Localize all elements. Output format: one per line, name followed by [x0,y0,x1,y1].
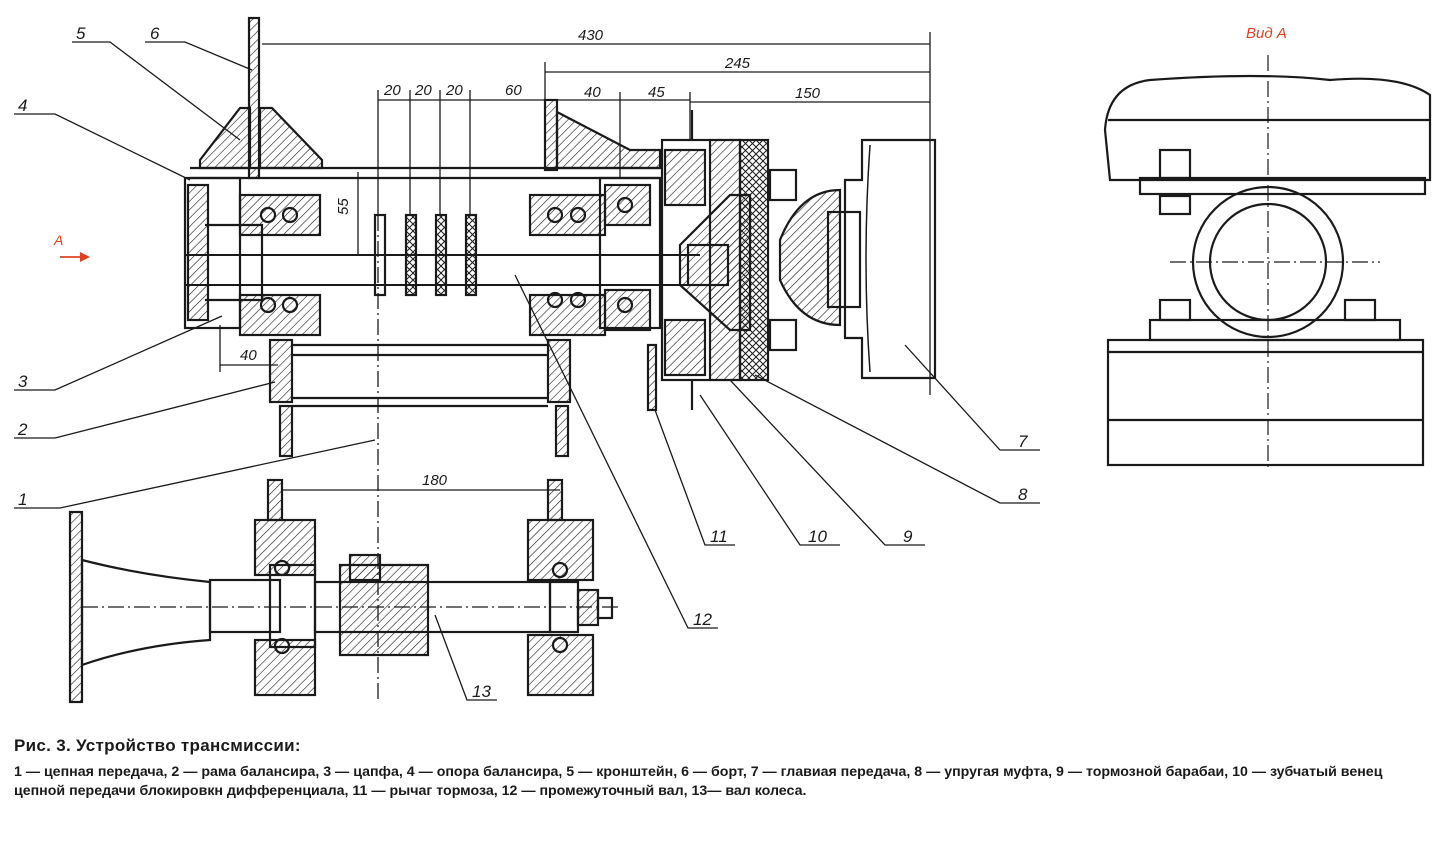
part-number-3: 3 [18,372,28,391]
transmission-drawing: 430 245 150 20 20 20 60 40 45 55 40 180 … [14,16,1432,704]
top-assembly [183,16,937,458]
part-number-6: 6 [150,24,160,43]
part-number-8: 8 [1018,485,1028,504]
dim-55: 55 [335,198,352,215]
caption-body: 1 — цепная передача, 2 — рама балансира,… [14,764,1383,799]
dim-20-b: 20 [414,82,432,99]
part-number-7: 7 [1018,432,1028,451]
figure-caption: Рис. 3. Устройство трансмиссии: 1 — цепн… [14,736,1426,801]
part-number-11: 11 [710,527,728,546]
dim-60: 60 [505,82,522,99]
dim-45: 45 [648,84,665,101]
dim-245: 245 [724,55,751,72]
part-number-10: 10 [808,527,827,546]
part-number-2: 2 [17,420,28,439]
part-number-13: 13 [472,682,491,701]
bottom-assembly [68,478,620,704]
dim-40-top: 40 [584,84,601,101]
view-a [1103,55,1432,470]
part-number-1: 1 [18,490,27,509]
part-number-12: 12 [693,610,712,629]
caption-title: Рис. 3. Устройство трансмиссии: [14,736,301,755]
dim-150: 150 [795,85,821,102]
view-a-label: Вид А [1246,25,1287,42]
leader-lines [14,41,1040,701]
dim-20-c: 20 [445,82,463,99]
view-arrow-icon [60,252,90,262]
dim-180: 180 [422,472,448,489]
part-number-5: 5 [76,24,86,43]
dim-430: 430 [578,27,604,44]
view-arrow-label: А [53,232,63,248]
dim-40-left: 40 [240,347,257,364]
part-number-9: 9 [903,527,913,546]
dim-20-a: 20 [383,82,401,99]
part-number-4: 4 [18,96,27,115]
